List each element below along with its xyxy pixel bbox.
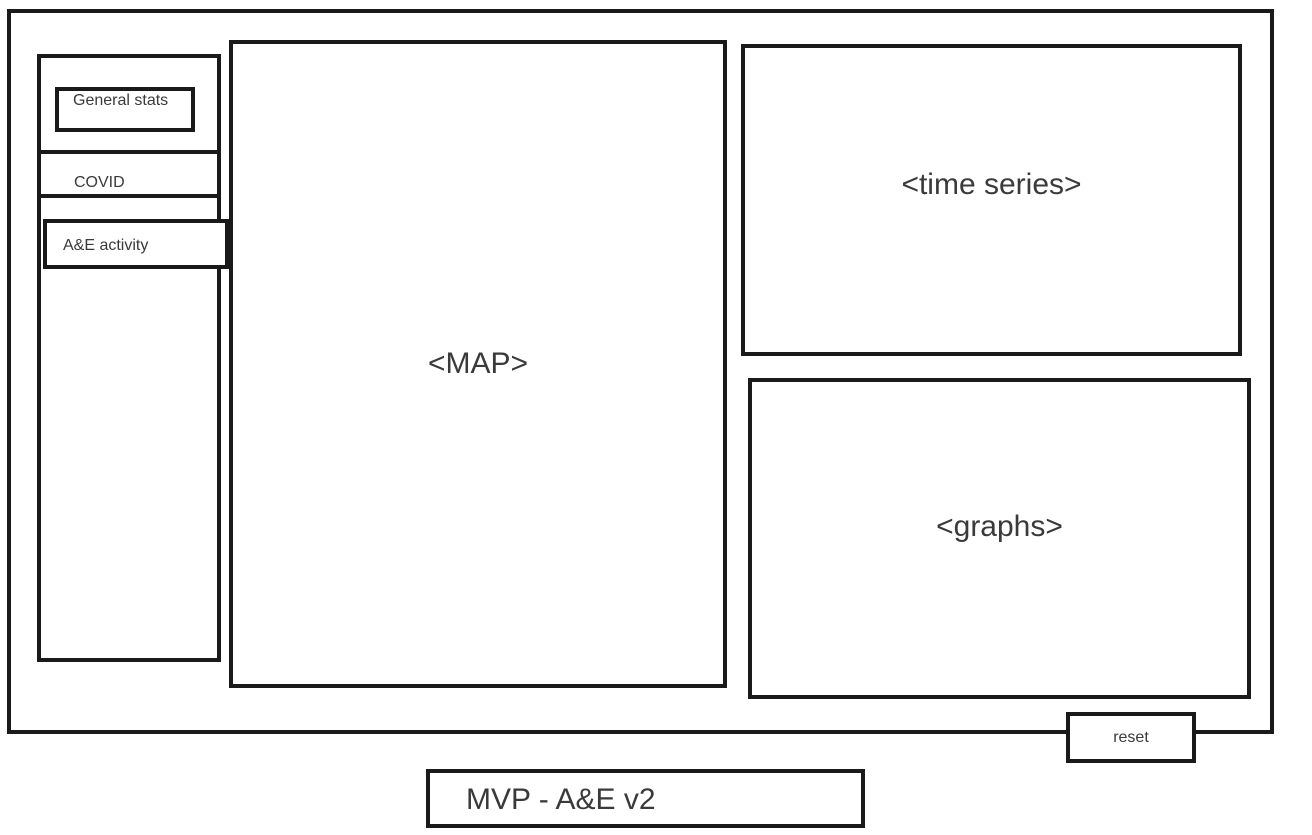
- sidebar-item-ae-activity[interactable]: A&E activity: [43, 219, 229, 269]
- sidebar: [37, 54, 221, 662]
- map-placeholder-label: <MAP>: [427, 347, 529, 380]
- sidebar-item-label: General stats: [73, 92, 169, 109]
- reset-button-label: reset: [1113, 728, 1149, 746]
- sidebar-item-covid[interactable]: COVID: [37, 150, 221, 198]
- reset-button[interactable]: reset: [1066, 712, 1196, 763]
- time-series-panel[interactable]: <time series>: [741, 44, 1242, 356]
- map-panel[interactable]: <MAP>: [229, 40, 727, 688]
- sidebar-item-label: A&E activity: [63, 237, 149, 254]
- graphs-placeholder-label: <graphs>: [936, 509, 1063, 543]
- sidebar-item-label: COVID: [74, 174, 125, 191]
- sidebar-item-general-stats[interactable]: General stats: [55, 87, 195, 132]
- graphs-panel[interactable]: <graphs>: [748, 378, 1251, 699]
- page-title: MVP - A&E v2: [466, 783, 656, 816]
- time-series-placeholder-label: <time series>: [901, 168, 1082, 201]
- caption-box: MVP - A&E v2: [426, 769, 865, 828]
